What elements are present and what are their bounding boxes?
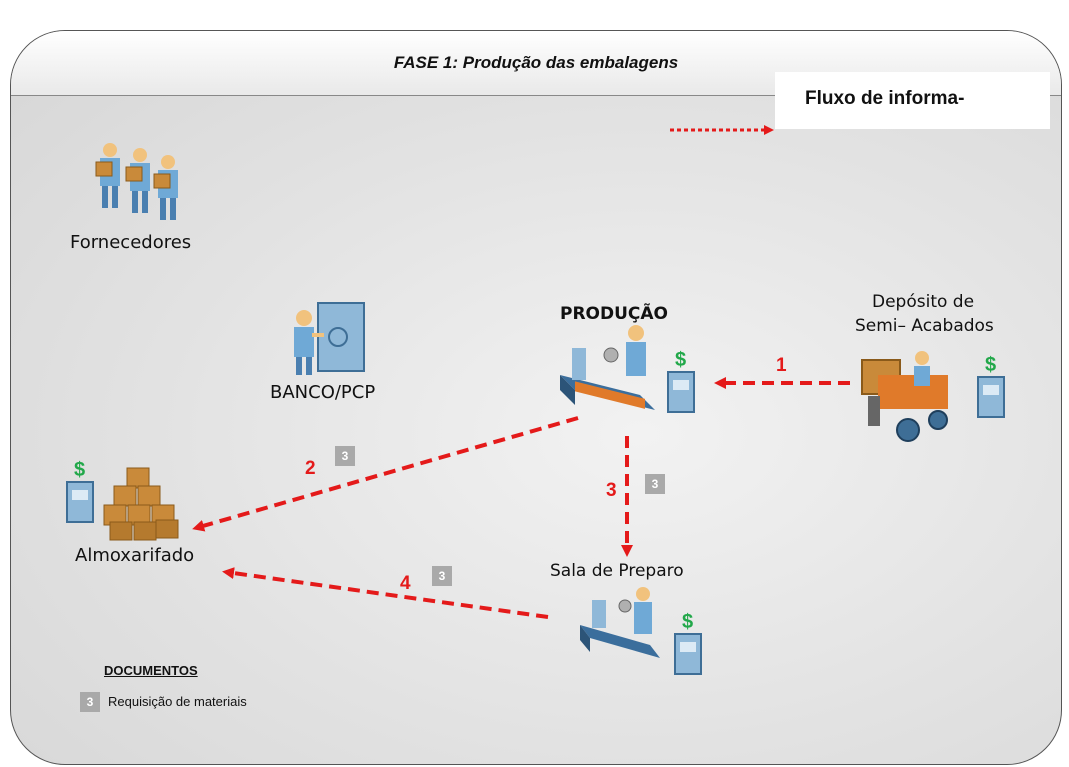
node-label-deposito-1: Depósito de — [872, 292, 975, 312]
boxes-icon — [103, 467, 179, 541]
documents-item-badge: 3 — [80, 692, 100, 712]
flow-number-3: 3 — [606, 480, 617, 501]
node-label-almoxarifado: Almoxarifado — [75, 545, 195, 566]
flow-arrow-4 — [222, 567, 549, 619]
diagram-title: FASE 1: Produção das embalagens — [393, 53, 679, 72]
node-label-producao: PRODUÇÃO — [560, 304, 669, 324]
document-badge: 3 — [335, 446, 355, 466]
flow-number-2: 2 — [305, 458, 316, 479]
node-label-deposito-2: Semi– Acabados — [855, 316, 994, 336]
documents-heading: DOCUMENTOS — [104, 663, 198, 678]
node-label-sala: Sala de Preparo — [550, 561, 684, 581]
node-label-fornecedores: Fornecedores — [70, 232, 192, 253]
production-icon — [560, 325, 655, 410]
legend-label: Fluxo de informa- — [805, 88, 965, 109]
money-cabinet-icon: $ — [66, 459, 94, 523]
node-label-banco: BANCO/PCP — [270, 382, 376, 403]
document-badge: 3 — [432, 566, 452, 586]
documents-item-label: Requisição de materiais — [108, 694, 247, 709]
svg-text:$: $ — [985, 354, 996, 376]
money-cabinet-icon: $ — [674, 611, 702, 675]
svg-text:$: $ — [74, 459, 85, 481]
flow-number-1: 1 — [776, 355, 787, 376]
flow-number-4: 4 — [400, 573, 411, 594]
forklift-icon — [861, 351, 948, 442]
prep-room-icon — [580, 587, 660, 658]
vault-icon — [294, 302, 365, 375]
svg-text:$: $ — [682, 611, 693, 633]
legend: Fluxo de informa- — [775, 72, 1050, 129]
svg-text:$: $ — [675, 349, 686, 371]
flow-arrow-2 — [192, 416, 579, 532]
document-badge: 3 — [645, 474, 665, 494]
money-cabinet-icon: $ — [667, 349, 695, 413]
suppliers-icon — [95, 143, 178, 220]
money-cabinet-icon: $ — [977, 354, 1005, 418]
